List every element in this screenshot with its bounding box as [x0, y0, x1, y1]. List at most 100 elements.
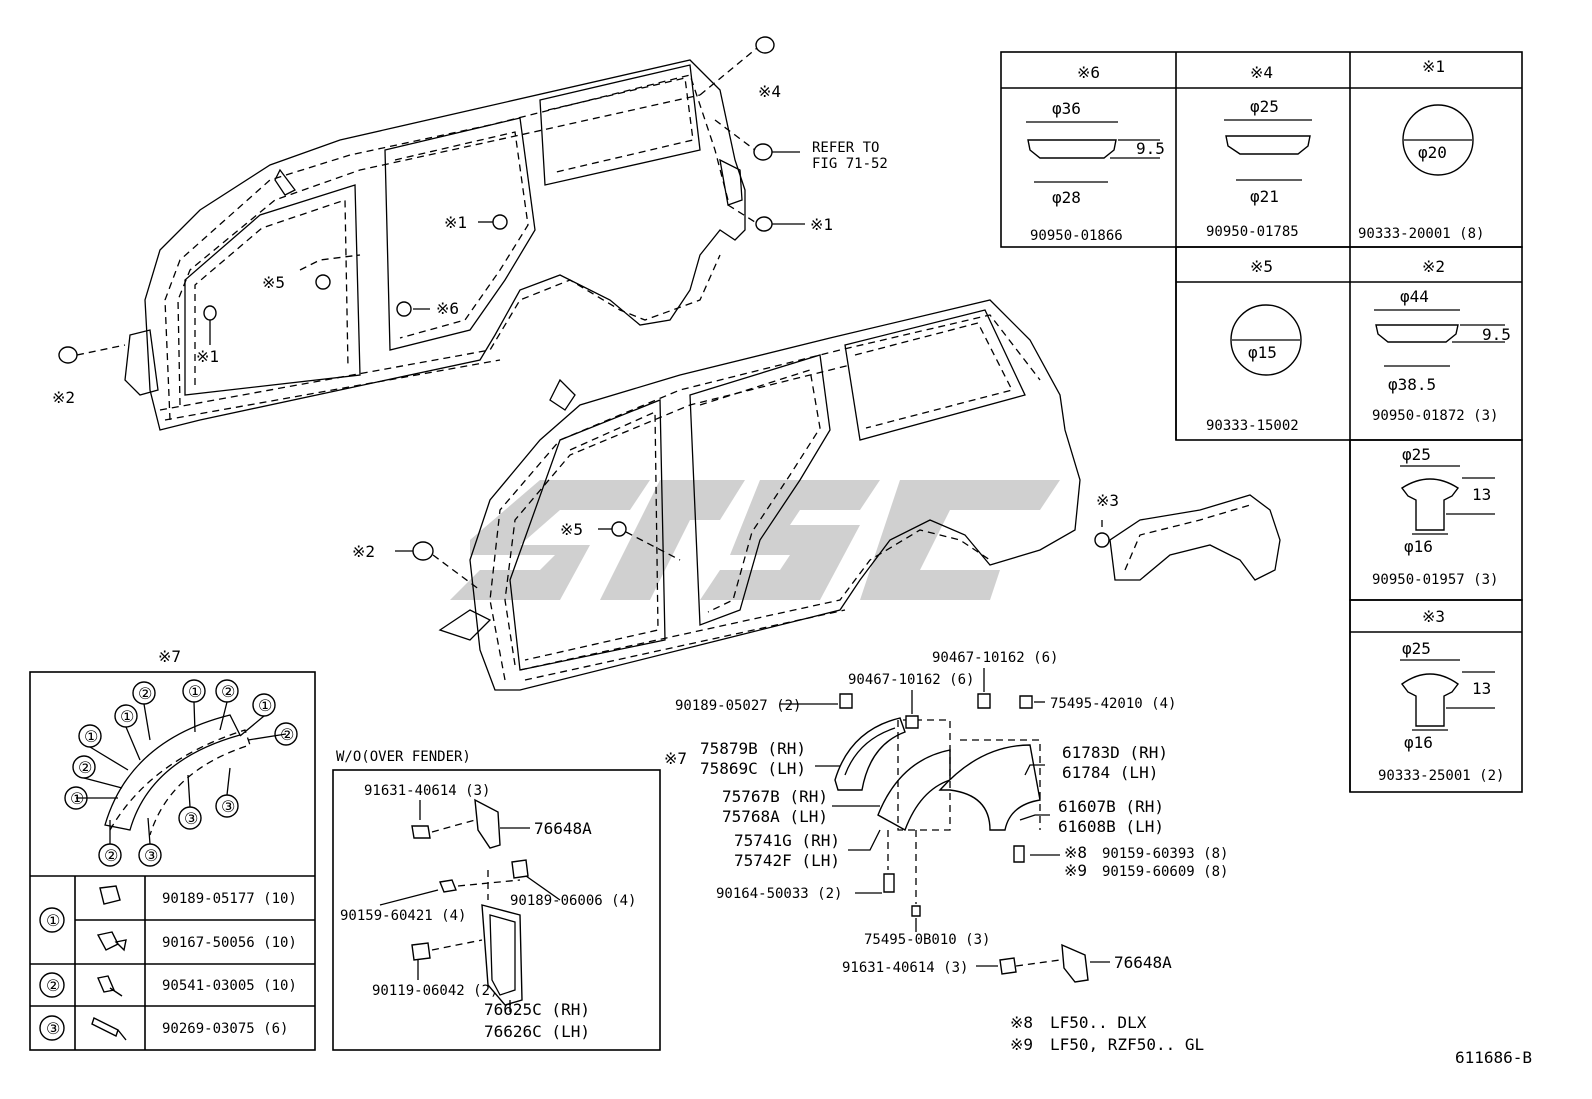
plug-icon [755, 216, 773, 232]
svg-text:②: ② [138, 684, 152, 703]
table-m2-header: ※2 [1422, 257, 1445, 276]
svg-text:①: ① [84, 727, 98, 746]
clip-icon [911, 905, 921, 917]
m2-d-bottom: φ38.5 [1388, 375, 1436, 394]
svg-text:②: ② [104, 846, 118, 865]
clip-icon [99, 885, 121, 905]
plug-icon [58, 346, 78, 364]
p90467-b: 90467-10162 (6) [848, 672, 974, 688]
nut-icon [905, 715, 919, 729]
wo-p3: 90189-06006 (4) [510, 893, 636, 909]
p61608B: 61608B (LH) [1058, 817, 1164, 836]
label-m6: ※6 [436, 299, 459, 318]
row1-part: 90189-05177 (10) [162, 891, 297, 907]
row-num-2: ② [46, 976, 60, 995]
refer-line-1: REFER TO [812, 140, 879, 156]
label-m5: ※5 [262, 273, 285, 292]
lower-body-labels: ※2 ※5 ※3 [352, 491, 1119, 561]
clip-icon [1019, 695, 1033, 709]
p90159-a: 90159-60393 (8) [1102, 846, 1228, 862]
p76648A: 76648A [1114, 953, 1172, 972]
m2b-d-bottom: φ16 [1404, 537, 1433, 556]
label-m1-c: ※1 [196, 347, 219, 366]
m2-d-top: φ44 [1400, 287, 1429, 306]
without-over-fender-box: W/O(OVER FENDER) 91631-40614 (3) 76648A … [332, 749, 661, 1051]
bolt-icon [411, 825, 431, 839]
nut-icon [977, 693, 991, 709]
clip-icon [511, 859, 529, 879]
pin-icon [91, 1017, 127, 1041]
m6-d-bottom: φ28 [1052, 188, 1081, 207]
m4-part-number: 90950-01785 [1206, 224, 1299, 240]
plug-icon [396, 301, 412, 317]
m2b-d-top: φ25 [1402, 445, 1431, 464]
drawing-number: 611686-B [1455, 1048, 1532, 1067]
plug-icon [1094, 532, 1110, 548]
p75768A: 75768A (LH) [722, 807, 828, 826]
m7-clip-detail-box: ※7 ② ① ② ① ① ② ① ② ③ ① ③ ② ③ [29, 647, 316, 1051]
wo-title: W/O(OVER FENDER) [336, 749, 471, 765]
refer-line-2: FIG 71-52 [812, 156, 888, 172]
label-m2: ※2 [52, 388, 75, 407]
m1-part-number: 90333-20001 (8) [1358, 226, 1484, 242]
bolt-icon [411, 942, 431, 961]
svg-text:①: ① [188, 682, 202, 701]
p90467-a: 90467-10162 (6) [932, 650, 1058, 666]
plug-icon [753, 143, 773, 161]
row2-part: 90541-03005 (10) [162, 978, 297, 994]
wo-p5: 90119-06042 (2) [372, 983, 498, 999]
label-m5-lower: ※5 [560, 520, 583, 539]
m6-height: 9.5 [1136, 139, 1165, 158]
table-m3-header: ※3 [1422, 607, 1445, 626]
m3-d-bottom: φ16 [1404, 733, 1433, 752]
m3-part-number: 90333-25001 (2) [1378, 768, 1504, 784]
wo-p1: 91631-40614 (3) [364, 783, 490, 799]
p90164: 90164-50033 (2) [716, 886, 842, 902]
m6-d-top: φ36 [1052, 99, 1081, 118]
p75495-a: 75495-42010 (4) [1050, 696, 1176, 712]
m2b-part-number: 90950-01957 (3) [1372, 572, 1498, 588]
row3-part: 90269-03075 (6) [162, 1021, 288, 1037]
lower-body-side-panel [395, 299, 1281, 691]
m6-part-number: 90950-01866 [1030, 228, 1123, 244]
plug-icon [315, 274, 331, 290]
over-fender-part [938, 744, 1041, 831]
fender-part-labels: 90467-10162 (6) 90467-10162 (6) 75495-42… [664, 650, 1228, 976]
row1b-part: 90167-50056 (10) [162, 935, 297, 951]
svg-text:②: ② [78, 758, 92, 777]
plug-icon [412, 541, 434, 561]
note8-text: LF50.. DLX [1050, 1013, 1147, 1032]
p75767B: 75767B (RH) [722, 787, 828, 806]
plug-spec-table: ※6 φ36 φ28 9.5 90950-01866 ※4 φ25 φ21 90… [1000, 51, 1523, 793]
m5-diameter: φ15 [1248, 343, 1277, 362]
note9-mark: ※9 [1010, 1035, 1033, 1054]
label-m2-lower: ※2 [352, 542, 375, 561]
note9-text: LF50, RZF50.. GL [1050, 1035, 1204, 1054]
label-m1-b: ※1 [444, 213, 467, 232]
upper-body-side-panel [58, 36, 805, 431]
watermark-logo [450, 480, 1060, 600]
p91631: 91631-40614 (3) [842, 960, 968, 976]
label-m1-a: ※1 [810, 215, 833, 234]
svg-text:③: ③ [221, 797, 235, 816]
label-m7-fender: ※7 [664, 749, 687, 768]
m3-height: 13 [1472, 679, 1491, 698]
m4-d-bottom: φ21 [1250, 187, 1279, 206]
bolt-icon [883, 873, 895, 893]
p61783D: 61783D (RH) [1062, 743, 1168, 762]
fender-liner-part [834, 717, 906, 791]
m3-d-top: φ25 [1402, 639, 1431, 658]
m5-part-number: 90333-15002 [1206, 418, 1299, 434]
svg-text:①: ① [258, 696, 272, 715]
wo-p7: 76626C (LH) [484, 1022, 590, 1041]
m4-d-top: φ25 [1250, 97, 1279, 116]
svg-text:③: ③ [144, 846, 158, 865]
svg-text:①: ① [120, 707, 134, 726]
m2-height: 9.5 [1482, 325, 1511, 344]
plug-icon [492, 214, 508, 230]
p75495-b: 75495-0B010 (3) [864, 932, 990, 948]
fender-parts-group [780, 668, 1110, 983]
m2b-height: 13 [1472, 485, 1491, 504]
plug-icon [203, 305, 217, 321]
